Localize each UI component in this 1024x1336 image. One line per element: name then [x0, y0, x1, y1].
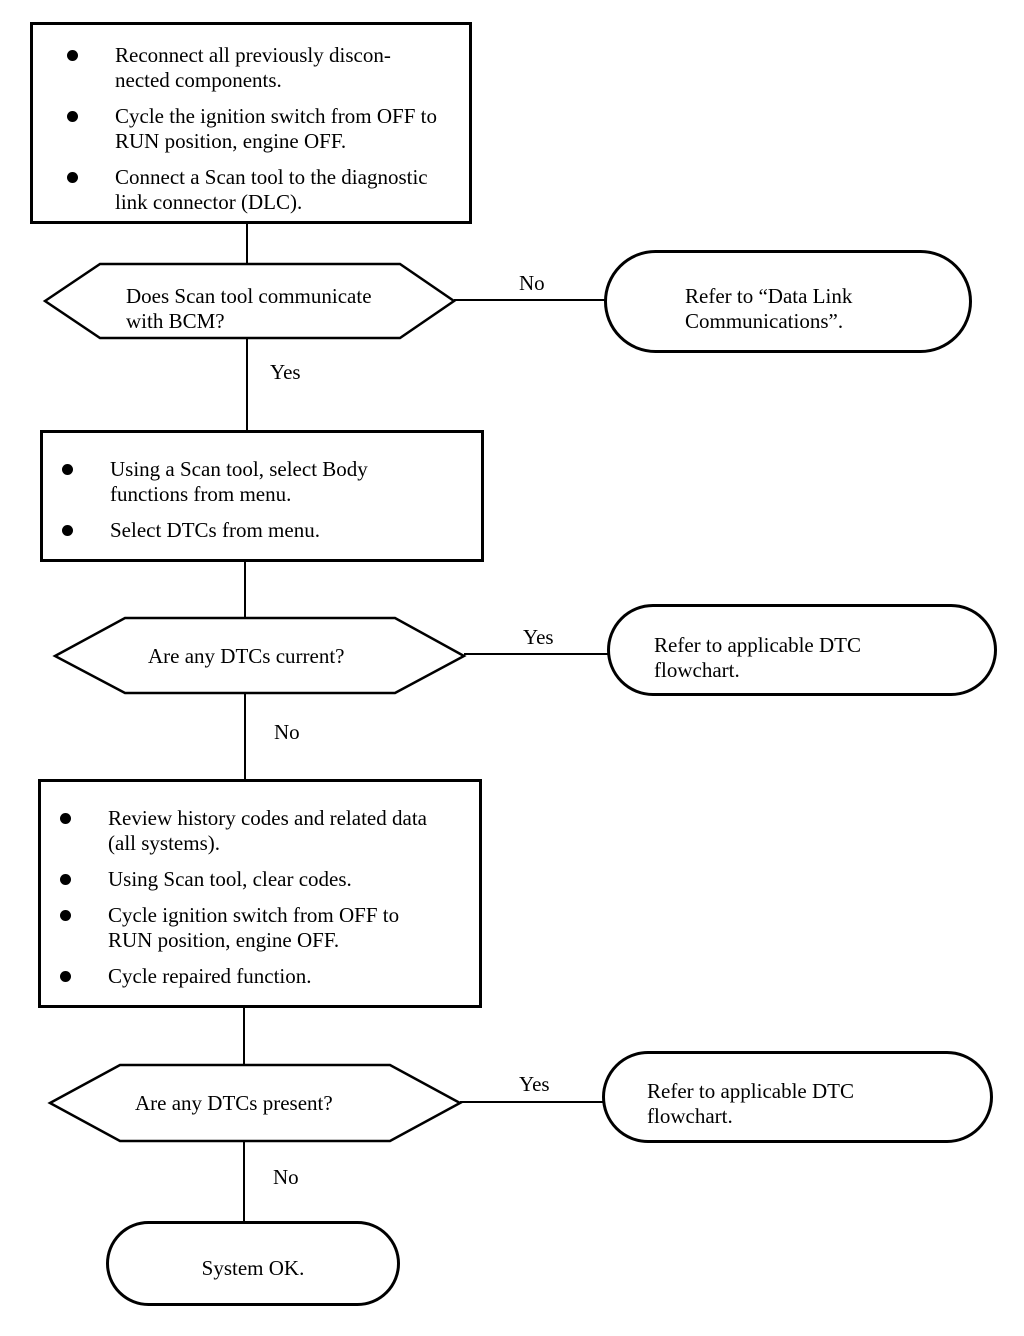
decision2-text: Are any DTCs current?: [148, 644, 345, 668]
result3-text: Refer to applicable DTC flowchart.: [647, 1079, 855, 1128]
final-terminal: System OK.: [106, 1221, 400, 1306]
step1-item: Cycle the ignition switch from OFF to RU…: [33, 104, 469, 154]
step1-list: Reconnect all previously discon- nected …: [33, 43, 469, 215]
step1-item: Connect a Scan tool to the diagnostic li…: [33, 165, 469, 215]
step3-item-text: Cycle ignition switch from OFF to RUN po…: [108, 903, 400, 952]
result1-terminal: Refer to “Data Link Communications”.: [604, 250, 972, 353]
result2-text: Refer to applicable DTC flowchart.: [654, 633, 862, 682]
step1-item-text: Connect a Scan tool to the diagnostic li…: [115, 165, 428, 214]
step1-item-text: Cycle the ignition switch from OFF to RU…: [115, 104, 437, 153]
result3-terminal: Refer to applicable DTC flowchart.: [602, 1051, 993, 1143]
decision2-yes-label: Yes: [523, 625, 554, 649]
final-text: System OK.: [201, 1256, 305, 1280]
decision1-yes-label: Yes: [270, 360, 301, 384]
step3-item: Review history codes and related data (a…: [41, 806, 479, 856]
step2-box: Using a Scan tool, select Body functions…: [40, 430, 484, 562]
step3-list: Review history codes and related data (a…: [41, 806, 479, 989]
decision3-shape: [47, 1063, 463, 1143]
step1-item-text: Reconnect all previously discon- nected …: [115, 43, 391, 92]
result1-text: Refer to “Data Link Communications”.: [685, 284, 853, 333]
step2-item-text: Select DTCs from menu.: [110, 518, 320, 542]
decision3-no-label: No: [273, 1165, 299, 1189]
decision3-yes-label: Yes: [519, 1072, 550, 1096]
decision1-no-label: No: [519, 271, 545, 295]
decision2-shape: [52, 616, 467, 695]
decision2-no-label: No: [274, 720, 300, 744]
step3-item: Cycle ignition switch from OFF to RUN po…: [41, 903, 479, 953]
step2-list: Using a Scan tool, select Body functions…: [43, 457, 481, 543]
step2-item: Select DTCs from menu.: [43, 518, 481, 543]
step3-item-text: Using Scan tool, clear codes.: [108, 867, 352, 891]
step1-box: Reconnect all previously discon- nected …: [30, 22, 472, 224]
decision1-shape: [42, 262, 457, 340]
result2-terminal: Refer to applicable DTC flowchart.: [607, 604, 997, 696]
step3-item-text: Review history codes and related data (a…: [108, 806, 427, 855]
step3-item-text: Cycle repaired function.: [108, 964, 312, 988]
step3-item: Using Scan tool, clear codes.: [41, 867, 479, 892]
decision1-text: Does Scan tool communicate with BCM?: [126, 284, 372, 333]
step1-item: Reconnect all previously discon- nected …: [33, 43, 469, 93]
step2-item: Using a Scan tool, select Body functions…: [43, 457, 481, 507]
step2-item-text: Using a Scan tool, select Body functions…: [110, 457, 368, 506]
step3-box: Review history codes and related data (a…: [38, 779, 482, 1008]
step3-item: Cycle repaired function.: [41, 964, 479, 989]
decision3-text: Are any DTCs present?: [135, 1091, 333, 1115]
